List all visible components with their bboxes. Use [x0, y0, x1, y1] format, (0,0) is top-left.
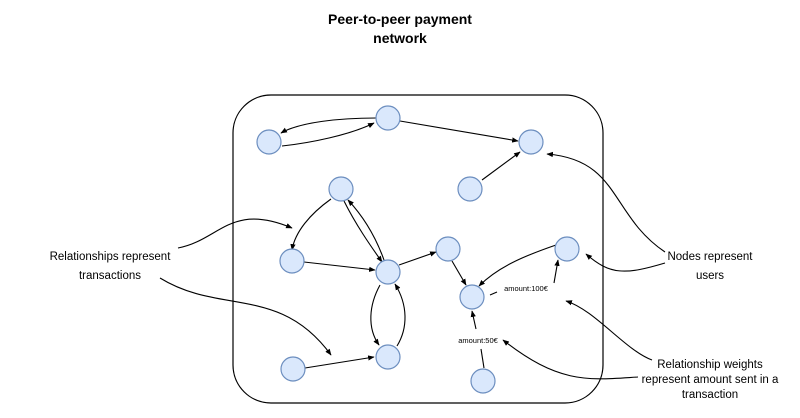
- edge-mid-to-c: [451, 260, 467, 286]
- user-node: [328, 176, 354, 202]
- user-node: [518, 129, 544, 155]
- user-node: [554, 236, 580, 262]
- callout-weights-line-1: Relationship weights: [657, 359, 763, 371]
- edge-c-to-d-weighted-2: [553, 259, 560, 284]
- callout-nodes-line-1: Nodes represent: [667, 251, 753, 263]
- edge-b-to-hub: [303, 261, 376, 272]
- title-line-2: network: [373, 30, 427, 46]
- edge-d-to-c: [478, 244, 557, 287]
- user-node: [375, 105, 401, 131]
- edge-c-to-d-weighted: [489, 291, 498, 296]
- callout-line-nodes-1: [546, 151, 666, 253]
- callout-weights-line-2: represent amount sent in a: [641, 374, 779, 386]
- network-container: [232, 94, 604, 404]
- edge-e-to-c-weighted: [480, 348, 485, 369]
- edge-a-to-hub: [343, 200, 383, 263]
- callout-line-nodes-2: [585, 253, 666, 272]
- user-node: [470, 368, 496, 394]
- edge-e-to-c-weighted-2: [470, 310, 477, 330]
- user-node: [435, 236, 461, 262]
- edge-left-to-top: [281, 122, 375, 147]
- user-node: [375, 344, 401, 370]
- callout-relationships-line-1: Relationships represent: [49, 251, 171, 263]
- user-node: [459, 284, 485, 310]
- edge-label-amount-100: amount:100€: [504, 284, 549, 293]
- edge-hub-to-a: [347, 199, 385, 261]
- edge-top-to-right: [399, 120, 519, 143]
- edge-top-to-left: [280, 117, 377, 134]
- title-line-1: Peer-to-peer payment: [328, 11, 472, 27]
- user-node: [279, 248, 305, 274]
- callout-line-weights-1: [565, 300, 653, 361]
- user-node: [256, 129, 282, 155]
- callout-line-relationships-2: [159, 277, 332, 356]
- edge-hub-to-bottom: [370, 284, 381, 346]
- edge-hub-to-mid: [398, 251, 437, 266]
- callout-relationships: Relationships represent transactions: [30, 248, 190, 286]
- diagram-title: Peer-to-peer payment network: [300, 10, 500, 48]
- edge-bottom-to-hub: [394, 283, 406, 347]
- callout-weights: Relationship weights represent amount se…: [630, 358, 790, 403]
- callout-weights-line-3: transaction: [681, 389, 739, 401]
- user-node: [375, 259, 401, 285]
- callout-relationships-line-2: transactions: [78, 270, 141, 282]
- callout-line-relationships-1: [177, 218, 293, 249]
- edge-a-to-b: [290, 198, 332, 251]
- edge-bl-to-bottom: [304, 355, 375, 369]
- edge-label-amount-50: amount:50€: [458, 336, 498, 345]
- edge-lower-to-right: [481, 151, 521, 181]
- user-node: [457, 176, 483, 202]
- callout-nodes: Nodes represent users: [660, 248, 760, 286]
- callout-nodes-line-2: users: [695, 270, 725, 282]
- user-node: [280, 356, 306, 382]
- callout-line-weights-2: [502, 339, 639, 380]
